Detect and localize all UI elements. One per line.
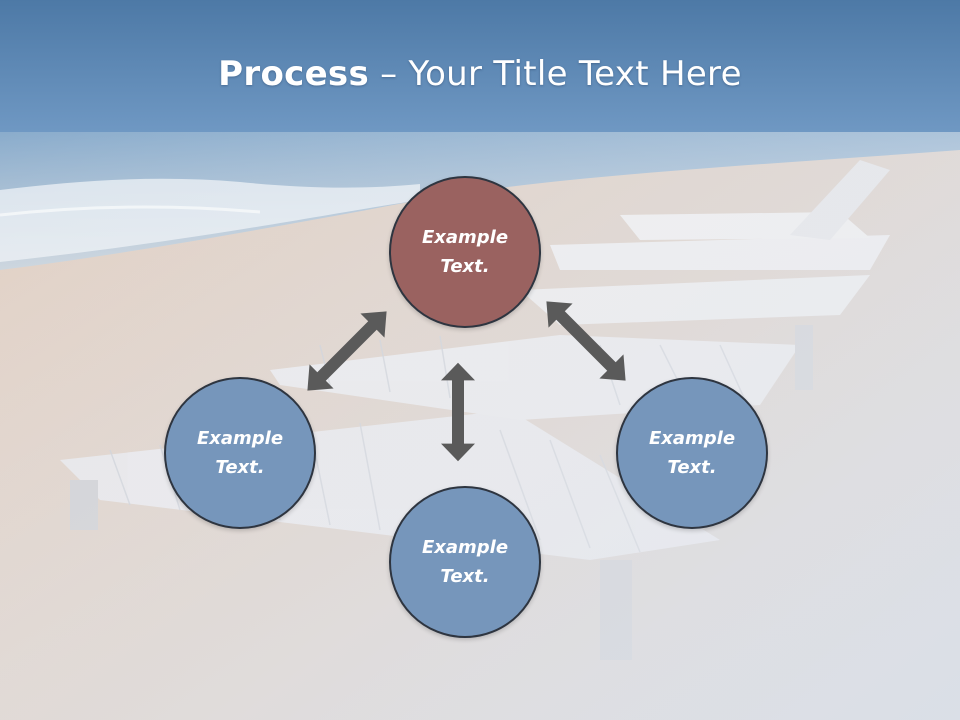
- title-text: Your Title Text Here: [408, 54, 742, 94]
- process-node-bottom[interactable]: Example Text.: [389, 486, 541, 638]
- node-left-label: Example Text.: [196, 428, 284, 478]
- title-dash: –: [369, 54, 409, 94]
- process-node-top[interactable]: Example Text.: [389, 176, 541, 328]
- node-bottom-label: Example Text.: [421, 537, 509, 587]
- process-node-right[interactable]: Example Text.: [616, 377, 768, 529]
- node-top-label: Example Text.: [421, 227, 509, 277]
- slide-title: Process – Your Title Text Here: [0, 52, 960, 96]
- title-bold-text: Process: [218, 54, 370, 94]
- process-node-left[interactable]: Example Text.: [164, 377, 316, 529]
- node-right-label: Example Text.: [648, 428, 736, 478]
